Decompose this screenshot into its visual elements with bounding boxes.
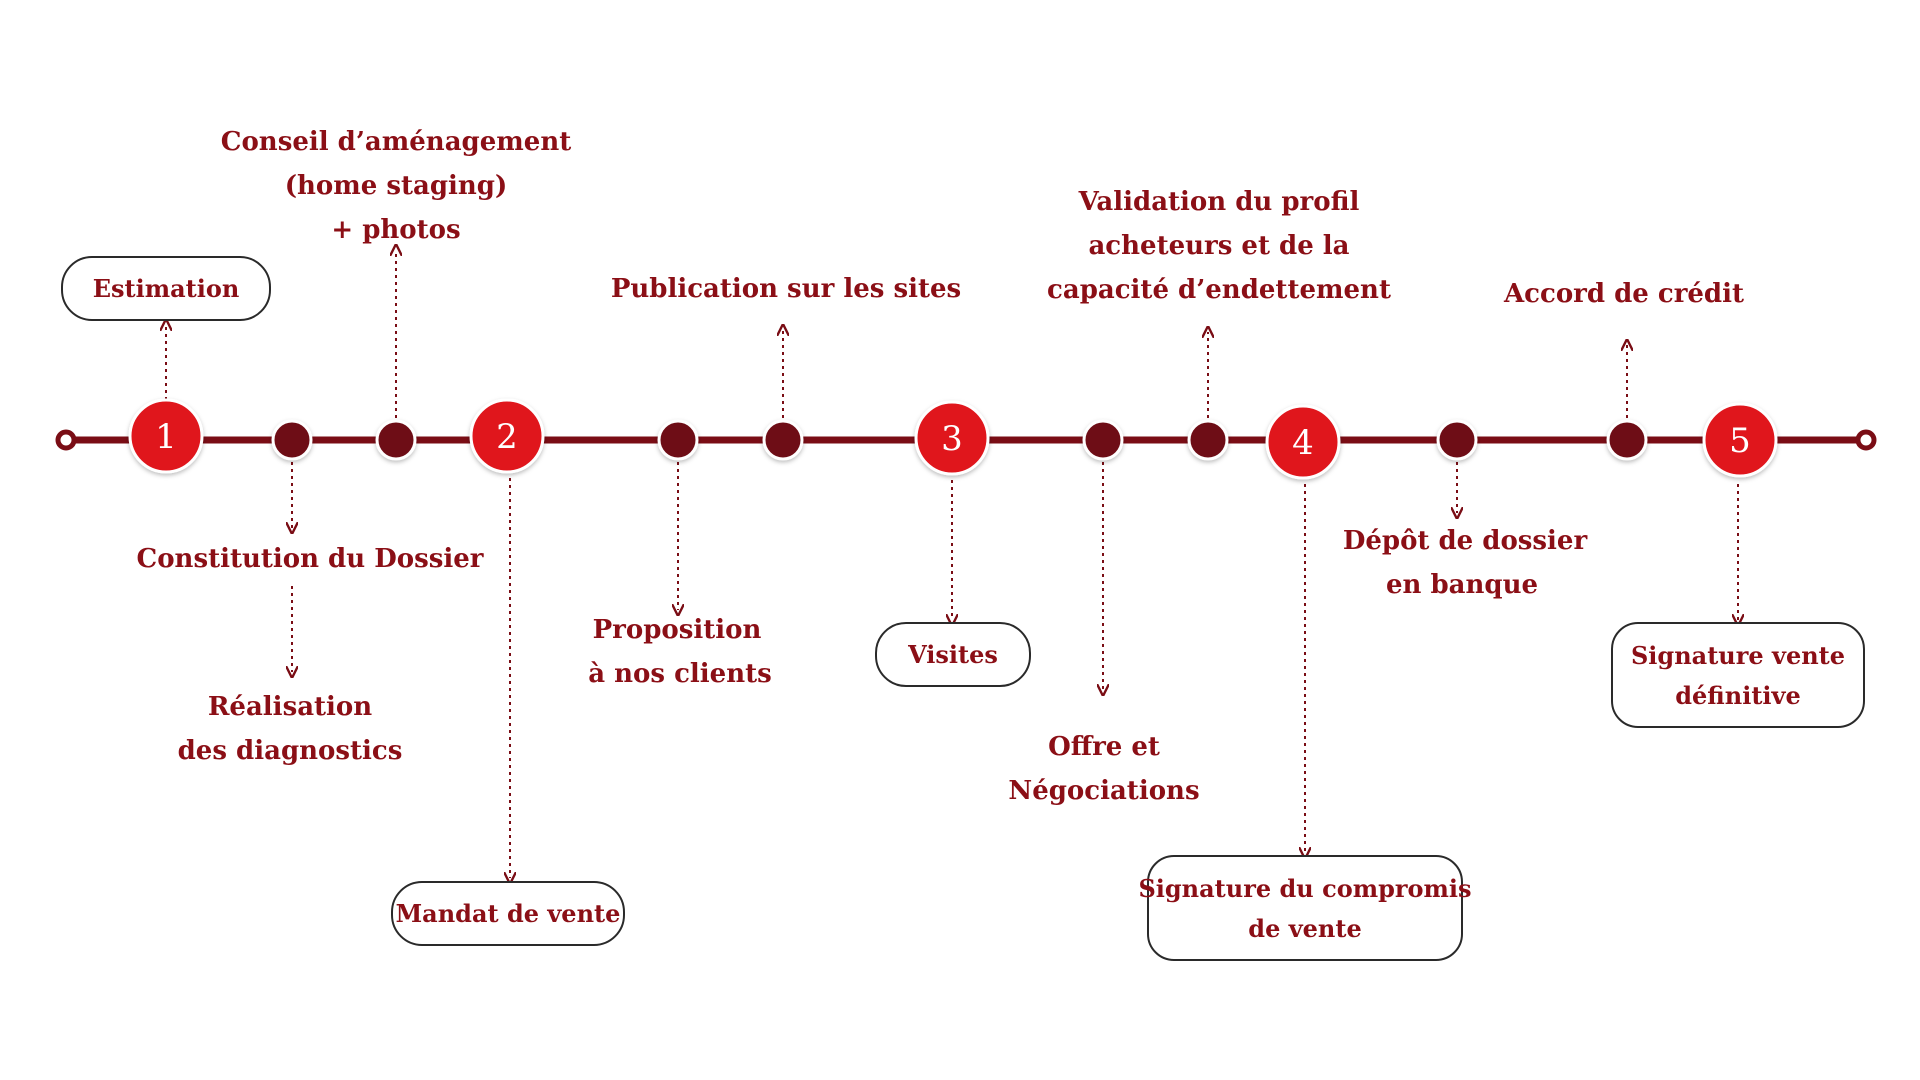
estimation-box: Estimation — [61, 256, 271, 321]
milestone-2-number: 2 — [496, 417, 518, 457]
sub-node-offre — [1082, 419, 1124, 461]
milestone-3-number: 3 — [941, 419, 963, 459]
proposition-line-1: Proposition — [593, 615, 762, 645]
signature-compromis-line-1: Signature du compromis — [1138, 874, 1471, 903]
conseil-line-2: (home staging) — [285, 171, 508, 201]
sub-node-validation — [1187, 419, 1229, 461]
visites-box: Visites — [875, 622, 1031, 687]
realisation-line-2: des diagnostics — [178, 736, 403, 766]
offre-line-1: Offre et — [1048, 732, 1160, 762]
signature-compromis-box: Signature du compromis de vente — [1138, 855, 1472, 961]
milestone-2: 2 — [469, 398, 545, 474]
milestone-1: 1 — [128, 398, 204, 474]
milestone-2-circle — [469, 398, 545, 474]
estimation-box-border — [61, 256, 271, 321]
sub-nodes — [271, 419, 1648, 461]
timeline-start-cap — [55, 429, 77, 451]
sub-node-proposition — [657, 419, 699, 461]
proposition-line-2: à nos clients — [588, 659, 772, 689]
estimation-label: Estimation — [93, 274, 240, 303]
signature-definitive-box-border — [1611, 622, 1865, 728]
milestone-4-number: 4 — [1292, 423, 1314, 463]
signature-compromis-box-border — [1147, 855, 1463, 961]
validation-line-2: acheteurs et de la — [1088, 231, 1349, 261]
depot-label: Dépôt de dossier en banque — [1343, 526, 1588, 600]
mandat-box: Mandat de vente — [391, 881, 625, 946]
conseil-line-3: + photos — [331, 215, 460, 245]
visites-label: Visites — [907, 640, 998, 669]
sub-node-accord — [1606, 419, 1648, 461]
milestone-4-circle — [1265, 404, 1341, 480]
depot-line-2: en banque — [1386, 570, 1538, 600]
milestone-4: 4 — [1265, 404, 1341, 480]
signature-definitive-line-1: Signature vente — [1631, 641, 1845, 670]
realisation-line-1: Réalisation — [208, 692, 372, 722]
sub-node-publication — [762, 419, 804, 461]
publication-label: Publication sur les sites — [611, 274, 961, 304]
milestone-1-circle — [128, 398, 204, 474]
signature-compromis-line-2: de vente — [1248, 914, 1361, 943]
milestone-5: 5 — [1702, 402, 1778, 478]
validation-line-3: capacité d’endettement — [1047, 275, 1391, 305]
validation-label: Validation du profil acheteurs et de la … — [1047, 187, 1391, 305]
sub-node-constitution — [271, 419, 313, 461]
proposition-label: Proposition à nos clients — [588, 615, 772, 689]
offre-line-2: Négociations — [1008, 776, 1199, 806]
validation-line-1: Validation du profil — [1078, 187, 1360, 217]
offre-label: Offre et Négociations — [1008, 732, 1199, 806]
signature-definitive-line-2: définitive — [1675, 681, 1800, 710]
signature-definitive-box: Signature vente définitive — [1611, 622, 1865, 728]
milestone-3: 3 — [914, 400, 990, 476]
depot-line-1: Dépôt de dossier — [1343, 526, 1588, 556]
constitution-label: Constitution du Dossier — [137, 544, 484, 574]
realisation-label: Réalisation des diagnostics — [178, 692, 403, 766]
accord-label: Accord de crédit — [1503, 279, 1744, 309]
timeline-end-cap — [1855, 429, 1877, 451]
sub-node-depot — [1436, 419, 1478, 461]
milestone-1-number: 1 — [155, 417, 177, 457]
mandat-label: Mandat de vente — [396, 899, 621, 928]
milestone-5-circle — [1702, 402, 1778, 478]
conseil-label: Conseil d’aménagement (home staging) + p… — [221, 127, 572, 245]
milestone-3-circle — [914, 400, 990, 476]
visites-box-border — [875, 622, 1031, 687]
connectors — [166, 250, 1738, 878]
milestone-5-number: 5 — [1729, 421, 1751, 461]
mandat-box-border — [391, 881, 625, 946]
conseil-line-1: Conseil d’aménagement — [221, 127, 572, 157]
sub-node-conseil — [375, 419, 417, 461]
